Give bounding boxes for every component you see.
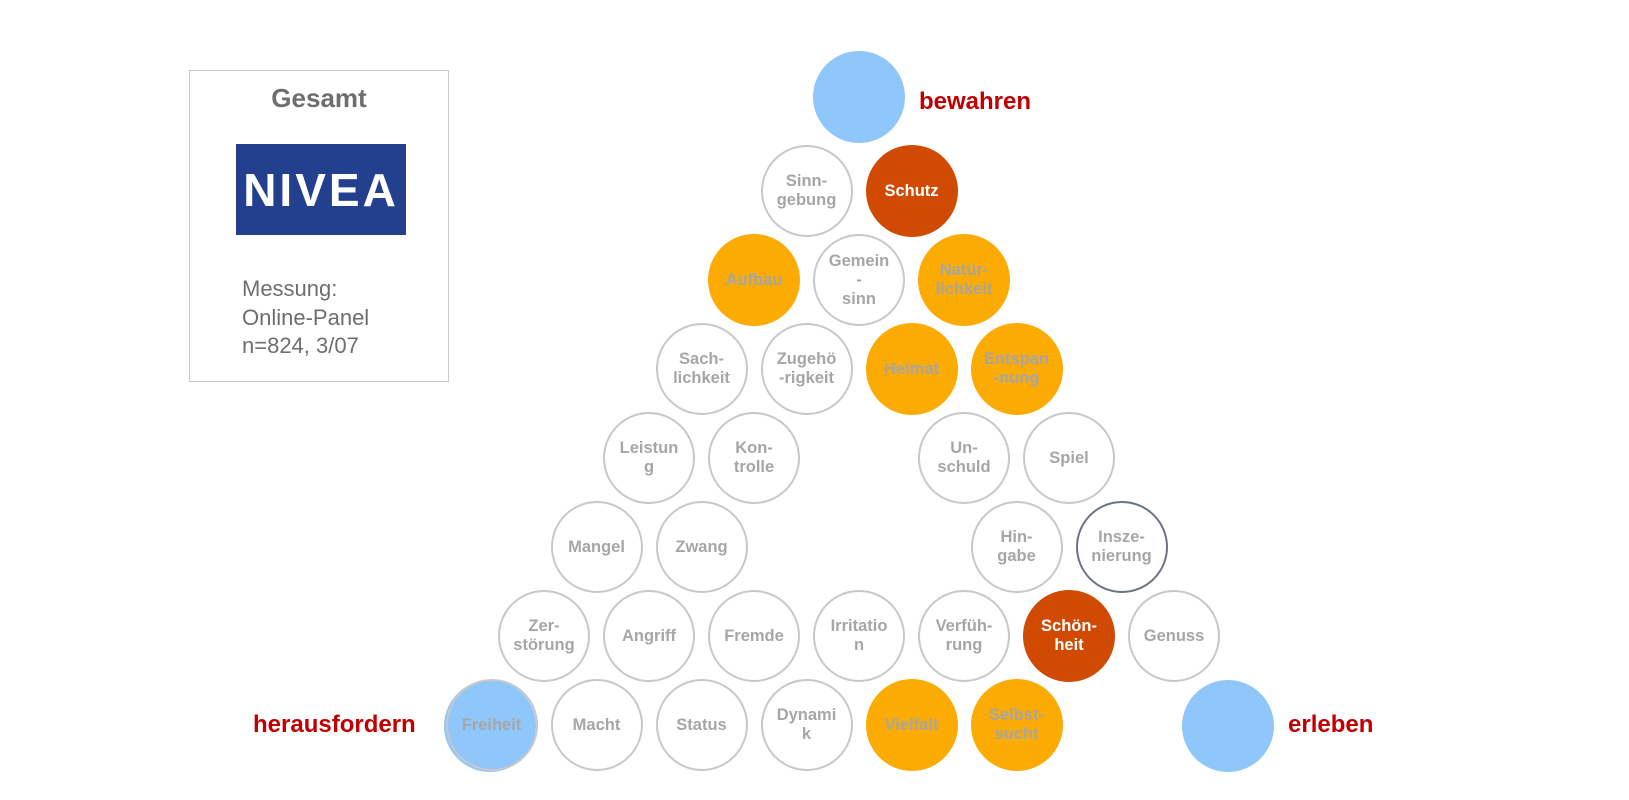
info-title: Gesamt [271,83,367,113]
value-circle-dynamik: Dynami k [760,679,853,771]
value-circle-angriff: Angriff [603,590,695,682]
corner-label-erleben: erleben [1288,711,1374,738]
value-label-status: Status [676,715,727,734]
value-label-schutz: Schutz [884,181,939,200]
value-circle-spiel: Spiel [1023,412,1115,504]
value-label-genuss: Genuss [1143,626,1205,645]
value-circle-aufbau: Aufbau [708,234,800,326]
value-circle-zugehoerigkeit: Zugehö -rigkeit [760,323,853,415]
corner-circle-right [1182,680,1274,772]
value-circle-verfuehrung: Verfüh- rung [918,590,1010,682]
info-box: Gesamt NIVEA Messung: Online-Panel n=824… [189,70,449,382]
value-label-freiheit: Freiheit [461,715,522,734]
value-label-heimat: Heimat [883,359,940,378]
value-label-leistung: Leistun g [619,439,679,476]
info-line-panel: Online-Panel [242,305,370,330]
value-circle-entspannung: Entspan -nung [970,323,1063,415]
value-circle-heimat: Heimat [865,323,958,415]
value-circle-macht: Macht [550,679,643,771]
value-circle-status: Status [655,679,748,771]
value-label-aufbau: Aufbau [725,270,783,289]
corner-label-herausfordern: herausfordern [253,711,416,738]
value-label-gemeinsinn: Gemein - sinn [828,251,890,308]
value-circle-fremde: Fremde [708,590,800,682]
value-label-zugehoerigkeit: Zugehö -rigkeit [776,350,837,387]
value-label-irritation: Irritatio n [830,617,888,654]
value-circle-schoenheit: Schön- heit [1023,590,1115,682]
value-label-zerstoerung: Zer- störung [513,617,575,654]
value-label-macht: Macht [572,715,621,734]
value-label-dynamik: Dynami k [776,706,837,743]
value-circle-kontrolle: Kon- trolle [708,412,800,504]
value-label-unschuld: Un- schuld [937,439,991,476]
corner-circle-top [813,51,905,143]
value-label-natuerlichkeit: Natür- lichkeit [935,261,993,298]
value-circle-hingabe: Hin- gabe [970,501,1063,593]
value-label-angriff: Angriff [621,626,677,645]
value-label-zwang: Zwang [675,537,728,556]
value-label-sinngebung: Sinn- gebung [776,172,837,209]
value-circle-zwang: Zwang [655,501,748,593]
value-circle-gemeinsinn: Gemein - sinn [813,234,905,326]
value-label-vielfalt: Vielfalt [884,715,939,734]
value-circle-sachlichkeit: Sach- lichkeit [655,323,748,415]
value-label-schoenheit: Schön- heit [1041,617,1097,654]
value-label-kontrolle: Kon- trolle [733,439,775,476]
value-circle-natuerlichkeit: Natür- lichkeit [918,234,1010,326]
value-label-mangel: Mangel [568,537,625,556]
value-label-fremde: Fremde [724,626,784,645]
value-circle-schutz: Schutz [865,145,958,237]
value-label-selbstsucht: Selbst- sucht [988,706,1044,743]
value-circle-inszenierung: Insze- nierung [1075,501,1168,593]
value-circle-mangel: Mangel [550,501,643,593]
value-label-entspannung: Entspan -nung [983,350,1050,387]
value-circle-unschuld: Un- schuld [918,412,1010,504]
info-line-measurement: Messung: [242,276,338,301]
value-circle-genuss: Genuss [1128,590,1220,682]
value-label-inszenierung: Insze- nierung [1091,528,1152,565]
value-circle-selbstsucht: Selbst- sucht [970,679,1063,771]
value-label-hingabe: Hin- gabe [997,528,1036,565]
corner-label-bewahren: bewahren [919,88,1032,115]
value-circle-sinngebung: Sinn- gebung [760,145,853,237]
value-label-spiel: Spiel [1049,448,1089,467]
value-circle-freiheit: Freiheit [445,679,538,771]
nivea-logo: NIVEA [236,144,406,235]
info-line-sample: n=824, 3/07 [242,333,359,358]
value-circle-vielfalt: Vielfalt [865,679,958,771]
value-label-sachlichkeit: Sach- lichkeit [673,350,730,387]
value-circle-irritation: Irritatio n [813,590,905,682]
value-label-verfuehrung: Verfüh- rung [935,617,993,654]
value-circle-zerstoerung: Zer- störung [498,590,590,682]
value-circle-leistung: Leistun g [603,412,695,504]
